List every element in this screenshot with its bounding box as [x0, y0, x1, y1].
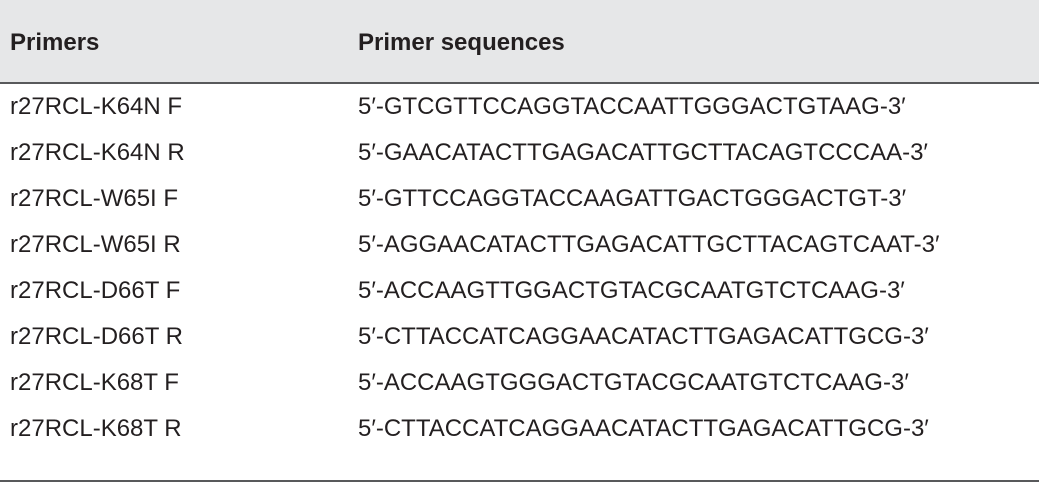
header-primers: Primers — [10, 29, 100, 56]
header-primer-sequences: Primer sequences — [358, 29, 565, 56]
table-row: r27RCL-W65I R 5′-AGGAACATACTTGAGACATTGCT… — [0, 222, 1039, 268]
primer-name-cell: r27RCL-D66T R — [10, 323, 183, 350]
table-row: r27RCL-K68T R 5′-CTTACCATCAGGAACATACTTGA… — [0, 406, 1039, 452]
primer-sequence-cell: 5′-AGGAACATACTTGAGACATTGCTTACAGTCAAT-3′ — [358, 231, 940, 258]
primer-sequence-cell: 5′-CTTACCATCAGGAACATACTTGAGACATTGCG-3′ — [358, 323, 929, 350]
table-row: r27RCL-D66T F 5′-ACCAAGTTGGACTGTACGCAATG… — [0, 268, 1039, 314]
table-row: r27RCL-W65I F 5′-GTTCCAGGTACCAAGATTGACTG… — [0, 176, 1039, 222]
primer-sequence-cell: 5′-ACCAAGTTGGACTGTACGCAATGTCTCAAG-3′ — [358, 277, 905, 304]
primer-name-cell: r27RCL-W65I F — [10, 185, 179, 212]
table-header: Primers Primer sequences — [0, 0, 1039, 84]
table-body: r27RCL-K64N F 5′-GTCGTTCCAGGTACCAATTGGGA… — [0, 84, 1039, 452]
table-bottom-rule — [0, 480, 1039, 482]
table-row: r27RCL-D66T R 5′-CTTACCATCAGGAACATACTTGA… — [0, 314, 1039, 360]
primer-sequence-cell: 5′-ACCAAGTGGGACTGTACGCAATGTCTCAAG-3′ — [358, 369, 909, 396]
primer-name-cell: r27RCL-K64N F — [10, 93, 183, 120]
table-row: r27RCL-K64N F 5′-GTCGTTCCAGGTACCAATTGGGA… — [0, 84, 1039, 130]
primer-sequence-cell: 5′-GAACATACTTGAGACATTGCTTACAGTCCCAA-3′ — [358, 139, 928, 166]
primer-name-cell: r27RCL-K64N R — [10, 139, 185, 166]
primer-sequence-cell: 5′-CTTACCATCAGGAACATACTTGAGACATTGCG-3′ — [358, 415, 929, 442]
primer-name-cell: r27RCL-K68T F — [10, 369, 179, 396]
table-row: r27RCL-K68T F 5′-ACCAAGTGGGACTGTACGCAATG… — [0, 360, 1039, 406]
primer-name-cell: r27RCL-D66T F — [10, 277, 181, 304]
primer-sequence-cell: 5′-GTCGTTCCAGGTACCAATTGGGACTGTAAG-3′ — [358, 93, 906, 120]
table-row: r27RCL-K64N R 5′-GAACATACTTGAGACATTGCTTA… — [0, 130, 1039, 176]
primer-name-cell: r27RCL-K68T R — [10, 415, 182, 442]
primer-name-cell: r27RCL-W65I R — [10, 231, 181, 258]
primer-sequence-cell: 5′-GTTCCAGGTACCAAGATTGACTGGGACTGT-3′ — [358, 185, 907, 212]
